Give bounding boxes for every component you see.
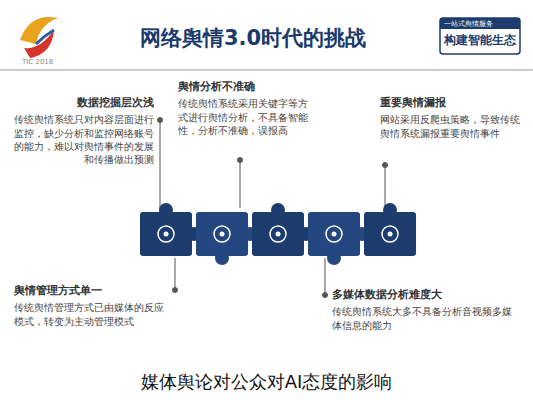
caption: 媒体舆论对公众对AI态度的影响 — [0, 370, 533, 394]
puzzle-piece — [252, 203, 313, 256]
header-rule — [0, 69, 533, 71]
puzzle-piece — [140, 203, 201, 256]
block-body: 传统舆情系统大多不具备分析音视频多媒体信息的能力 — [332, 305, 520, 332]
block-body: 传统舆情管理方式已由媒体的反应模式，转变为主动管理模式 — [14, 301, 164, 328]
logo-text: 一站式舆情服务 — [444, 19, 493, 29]
challenge-block: 数据挖掘层次浅传统舆情系统只对内容层面进行监控，缺少分析和监控网络账号的能力，难… — [14, 96, 154, 166]
challenge-block: 重要舆情漏报网站采用反爬虫策略，导致传统舆情系统漏报重要舆情事件 — [380, 96, 520, 140]
challenge-block: 多媒体数据分析难度大传统舆情系统大多不具备分析音视频多媒体信息的能力 — [332, 288, 520, 332]
puzzle-pieces — [140, 203, 416, 265]
block-body: 传统舆情系统只对内容层面进行监控，缺少分析和监控网络账号的能力，难以对舆情事件的… — [14, 113, 154, 166]
right-logo — [440, 18, 520, 54]
challenge-block: 舆情管理方式单一传统舆情管理方式已由媒体的反应模式，转变为主动管理模式 — [14, 284, 164, 328]
block-heading: 舆情分析不准确 — [178, 80, 308, 94]
title: 网络舆情3.0时代的挑战 — [140, 24, 366, 52]
block-heading: 舆情管理方式单一 — [14, 284, 164, 298]
puzzle-piece — [308, 212, 369, 265]
puzzle-piece — [364, 203, 416, 256]
logo-text: TIC 2018 — [22, 58, 53, 66]
logo-text: 构建智能生态 — [444, 32, 516, 49]
left-logo — [20, 17, 58, 58]
block-heading: 多媒体数据分析难度大 — [332, 288, 520, 302]
block-heading: 数据挖掘层次浅 — [14, 96, 154, 110]
challenge-block: 舆情分析不准确传统舆情系统采用关键字等方式进行舆情分析，不具备智能性，分析不准确… — [178, 80, 308, 137]
puzzle-piece — [196, 212, 257, 265]
block-body: 传统舆情系统采用关键字等方式进行舆情分析，不具备智能性，分析不准确，误报高 — [178, 97, 308, 137]
block-heading: 重要舆情漏报 — [380, 96, 520, 110]
leader-lines — [158, 118, 388, 298]
block-body: 网站采用反爬虫策略，导致传统舆情系统漏报重要舆情事件 — [380, 113, 520, 140]
